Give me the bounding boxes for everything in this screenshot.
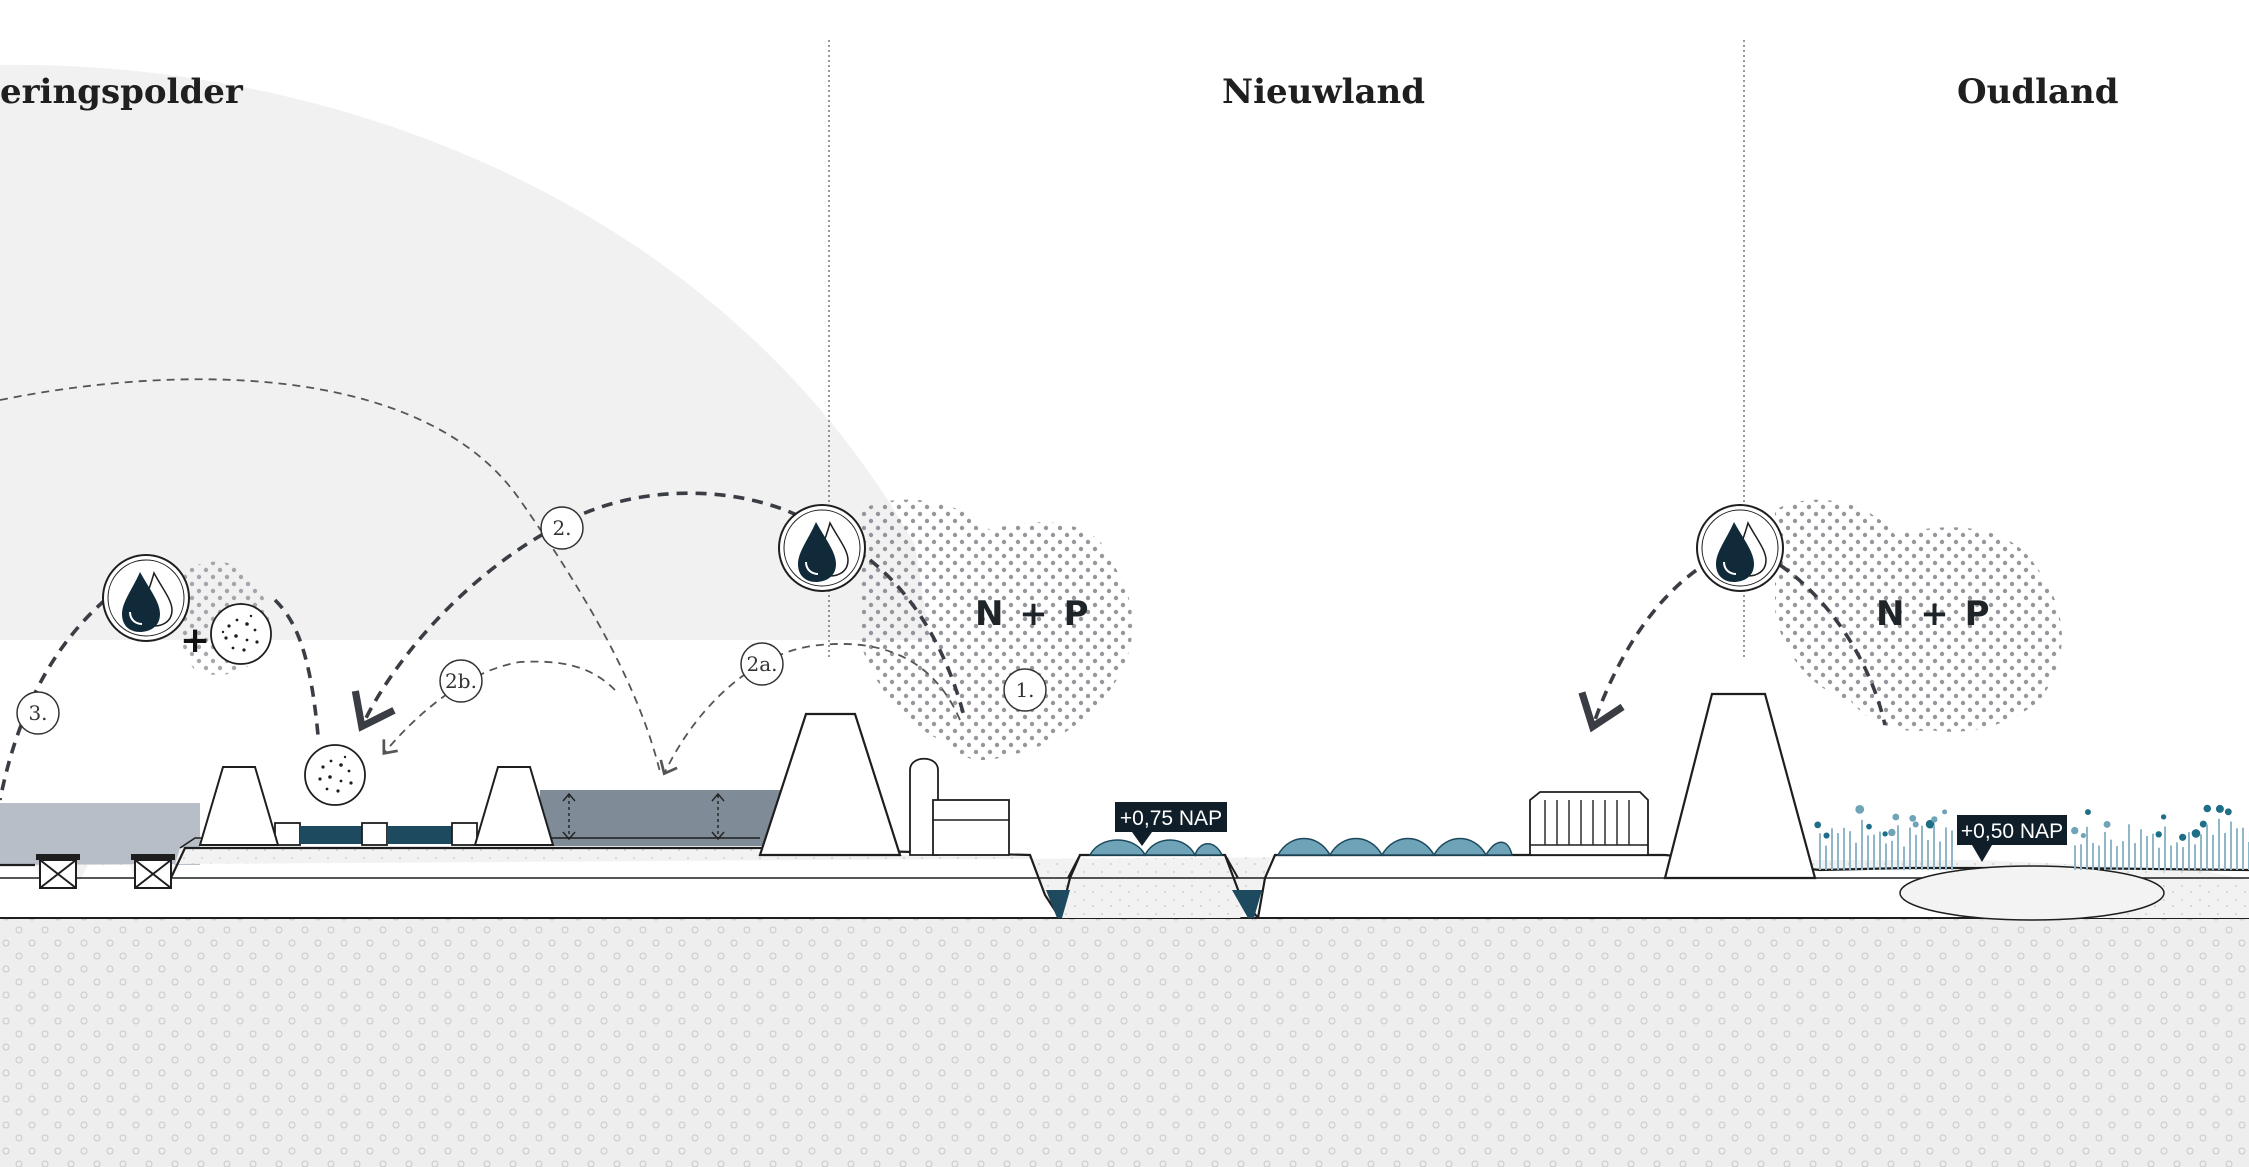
reed-seed (2085, 809, 2091, 816)
step-marker-2a: 2a. (740, 642, 784, 686)
nutrient-label-right: N + P (1876, 594, 1992, 634)
depth-indicator (562, 792, 725, 841)
flow-arc-left-down (273, 598, 320, 736)
ditch-water-2 (1232, 890, 1262, 918)
step-label-2b: 2b. (445, 669, 477, 693)
water-drop-icon (778, 504, 866, 592)
small-dike-2 (473, 766, 555, 846)
water-level-label-nieuwland: +0,75 NAP (1115, 802, 1227, 846)
culvert-icon (36, 854, 80, 889)
influence-halo (0, 64, 930, 641)
reed-seed (2224, 808, 2232, 816)
large-dike (758, 712, 902, 857)
reed-seed (2179, 833, 2187, 841)
reed-seed (2191, 829, 2201, 838)
reed-seed (1909, 814, 1917, 822)
flow-arc-right-1 (1578, 558, 1713, 733)
step-marker-2: 2. (540, 506, 584, 550)
water-level-text-nieuwland: +0,75 NAP (1120, 807, 1222, 830)
reed-seed (1823, 832, 1830, 839)
reed-seed (1912, 821, 1919, 828)
nutrient-label-middle: N + P (975, 594, 1091, 634)
reed-seed (2203, 804, 2212, 813)
large-dike-right (1663, 692, 1817, 880)
silo-icon (909, 757, 1010, 856)
step-marker-2b: 2b. (439, 659, 483, 703)
deep-soil-layer (0, 918, 2249, 1167)
topsoil-layer (0, 848, 2249, 918)
region-title-oudland: Oudland (1957, 72, 2119, 112)
reed-seed (2155, 831, 2162, 838)
water-drop-icon (102, 554, 190, 642)
shallow-water-mounds-2 (1276, 837, 1513, 857)
region-title-nieuwland: Nieuwland (1222, 72, 1425, 112)
reed-seed (1888, 828, 1896, 837)
step-label-3: 3. (28, 701, 47, 725)
reed-seed (2071, 826, 2079, 835)
shallow-water-mounds-1 (1088, 839, 1224, 857)
flow-arc-1 (868, 558, 967, 721)
culvert-icon (131, 854, 175, 889)
peat-lens (1899, 865, 2165, 921)
reed-seed (2215, 804, 2224, 813)
step-label-2a: 2a. (746, 652, 777, 676)
reed-seed (1931, 816, 1938, 823)
ditch-water-1 (1046, 890, 1070, 918)
polder-water-right (540, 790, 780, 846)
flow-arc-2a (659, 643, 961, 776)
flow-arc-long (0, 378, 661, 773)
reed-seed (2199, 820, 2207, 828)
reed-seed (1942, 809, 1948, 815)
water-level-text-oudland: +0,50 NAP (1961, 820, 2063, 843)
small-dike-1 (198, 766, 280, 846)
nutrient-cloud-right (1775, 499, 2062, 732)
reed-seed (2080, 833, 2086, 839)
greenhouse-icon (1529, 791, 1649, 856)
water-drop-icon (1696, 504, 1784, 592)
plus-sign: + (180, 620, 210, 661)
reed-seed (1882, 831, 1888, 837)
step-marker-1: 1. (1003, 668, 1047, 712)
reed-seed (2160, 814, 2167, 820)
reed-seed (1925, 819, 1935, 829)
reed-seed (1866, 823, 1872, 830)
reed-seed (2103, 820, 2111, 828)
flow-arc-right-2 (1778, 563, 1887, 726)
reed-vegetation (1814, 804, 2249, 870)
region-title-left: eringspolder (0, 72, 244, 112)
flow-arc-2b (382, 660, 616, 756)
reed-seed (1814, 821, 1822, 829)
water-level-label-oudland: +0,50 NAP (1957, 815, 2067, 862)
reed-seed (1892, 813, 1900, 821)
step-marker-3: 3. (16, 691, 60, 735)
sediment-icon (304, 744, 366, 806)
step-label-1: 1. (1015, 678, 1034, 702)
reed-seed (1855, 804, 1865, 814)
nutrient-cloud-middle (860, 499, 1133, 760)
sediment-icon (210, 603, 272, 665)
step-label-2: 2. (552, 516, 571, 540)
flow-arc-3 (0, 598, 107, 801)
